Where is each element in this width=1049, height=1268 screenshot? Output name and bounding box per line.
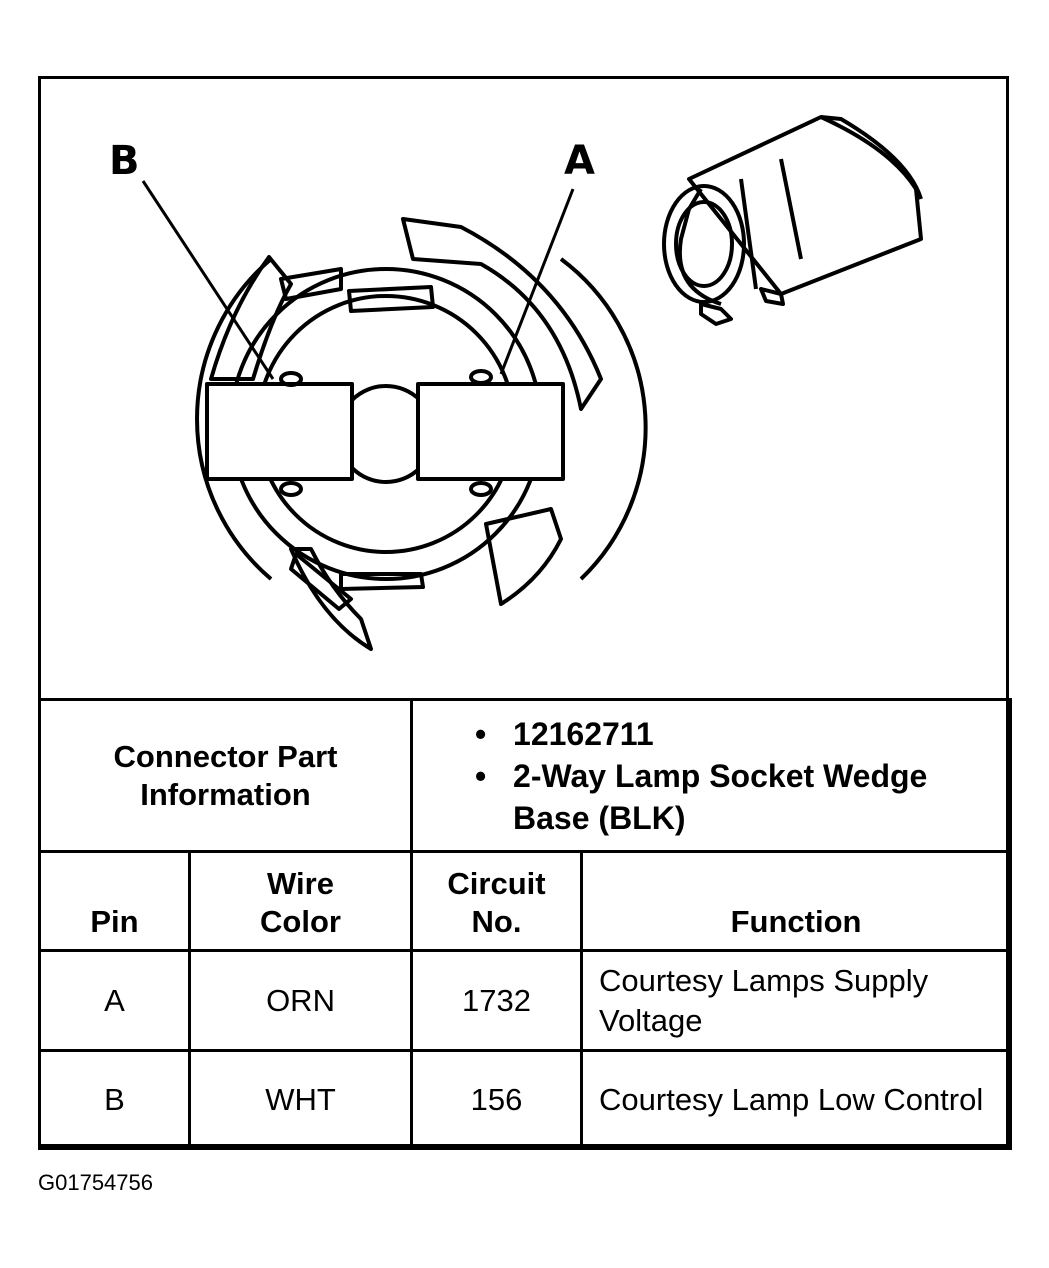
socket-3d-view [662,115,923,326]
row-b-pin: B [38,1049,191,1150]
latch-b-lower [279,481,303,497]
shroud-segment-top-right [401,217,603,411]
terminal-block-b [205,382,354,481]
shroud-segment-bottom-left [289,547,373,651]
shroud-segment-top-left [209,255,293,381]
connector-outer-arc-right [559,257,648,581]
table-row: B WHT 156 Courtesy Lamp Low Control [38,1049,1013,1150]
header-function: Function [580,850,1013,952]
row-a-circuit: 1732 [410,949,584,1052]
row-a-pin: A [38,949,191,1052]
terminal-block-a [416,382,565,481]
table-row: A ORN 1732 Courtesy Lamps Supply Voltage [38,949,1013,1052]
shroud-segment-bottom-right [484,507,563,606]
row-a-wire-color: ORN [187,949,414,1052]
connector-diagram: B A [109,115,923,651]
header-pin: Pin [38,850,191,952]
latch-a-lower [469,481,493,497]
connector-info-table: Connector Part Information 12162711 2-Wa… [37,698,1013,1150]
connector-outer-arc-left [195,257,273,581]
connector-part-heading: Connector Part Information [37,698,414,853]
pin-label-a: A [564,138,595,184]
pin-label-b: B [109,138,140,184]
row-b-wire-color: WHT [187,1049,414,1150]
leader-line-b [141,180,275,380]
bottom-tab [339,572,425,591]
part-description: 2-Way Lamp Socket Wedge Base (BLK) [475,755,1009,839]
bottom-lug [289,552,353,611]
top-tab [347,285,435,313]
figure-id: G01754756 [38,1170,153,1195]
row-b-function: Courtesy Lamp Low Control [580,1049,1013,1150]
connector-part-details: 12162711 2-Way Lamp Socket Wedge Base (B… [410,698,1013,853]
latch-b [279,371,303,387]
part-number: 12162711 [475,713,1009,755]
leader-line-a [499,188,575,375]
top-lug [279,267,343,301]
latch-a [469,369,493,385]
row-b-circuit: 156 [410,1049,584,1150]
row-a-function: Courtesy Lamps Supply Voltage [580,949,1013,1052]
